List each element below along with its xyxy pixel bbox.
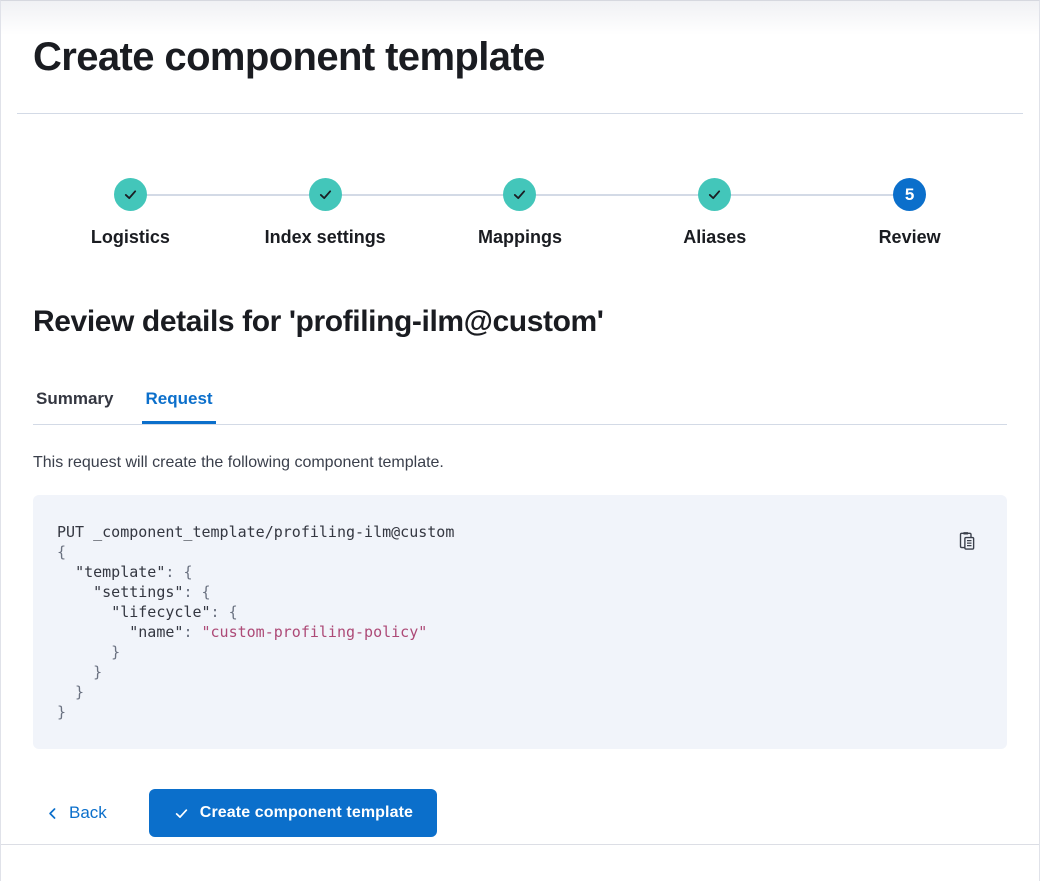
footer-divider [1, 844, 1039, 845]
page-title: Create component template [33, 35, 545, 79]
step-label: Logistics [90, 227, 170, 247]
stepper-step-mappings[interactable]: Mappings [423, 178, 618, 249]
check-icon [173, 805, 190, 822]
submit-label: Create component template [199, 804, 414, 821]
step-label: Mappings [477, 227, 562, 247]
tab-summary[interactable]: Summary [33, 387, 116, 424]
request-description: This request will create the following c… [33, 454, 444, 471]
header-divider [17, 113, 1023, 114]
create-component-template-button[interactable]: Create component template [148, 789, 438, 837]
step-complete-badge [113, 178, 147, 211]
back-label: Back [69, 803, 107, 822]
stepper-step-logistics[interactable]: Logistics [33, 178, 228, 249]
review-heading: Review details for 'profiling-ilm@custom… [33, 305, 604, 338]
stepper-step-aliases[interactable]: Aliases [617, 178, 812, 249]
step-label: Review [878, 227, 941, 247]
step-number: 5 [904, 184, 915, 204]
stepper: Logistics Index settings Mappings [33, 178, 1007, 249]
code-content: PUT _component_template/profiling-ilm@cu… [57, 523, 455, 721]
step-complete-badge [308, 178, 342, 211]
tabs: Summary Request [33, 387, 1007, 425]
stepper-step-review[interactable]: 5 Review [812, 178, 1007, 249]
tab-request[interactable]: Request [142, 387, 216, 424]
step-complete-badge [503, 178, 537, 211]
request-code-block: PUT _component_template/profiling-ilm@cu… [33, 495, 1007, 749]
step-complete-badge [698, 178, 732, 211]
step-current-badge: 5 [893, 178, 927, 211]
check-icon [706, 186, 723, 203]
back-button[interactable]: Back [33, 789, 115, 837]
check-icon [122, 186, 139, 203]
check-icon [511, 186, 528, 203]
copy-button[interactable] [955, 529, 979, 553]
stepper-step-index-settings[interactable]: Index settings [228, 178, 423, 249]
chevron-left-icon [45, 806, 60, 821]
step-label: Index settings [264, 227, 386, 247]
step-label: Aliases [683, 227, 747, 247]
check-icon [317, 186, 334, 203]
footer: Back Create component template [33, 789, 1007, 837]
copy-clipboard-icon [957, 531, 977, 551]
